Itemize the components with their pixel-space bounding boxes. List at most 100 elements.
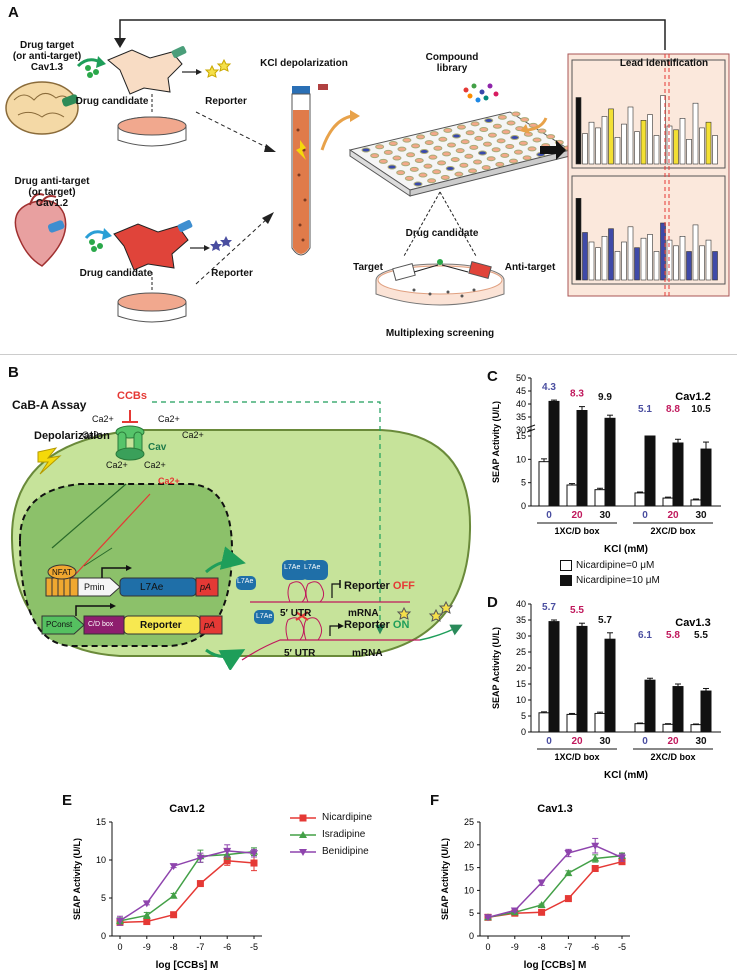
y-tick-label: 0	[521, 501, 526, 511]
data-point	[250, 859, 258, 867]
legend-row-nicardipine: Nicardipine	[290, 812, 372, 823]
x-tick-label: -7	[196, 942, 204, 952]
fold-change-label: 5.1	[638, 404, 652, 415]
well-plate	[348, 111, 573, 197]
bar-nicardipine-10	[548, 621, 560, 733]
bar-nicardipine-10	[644, 679, 656, 733]
bar-nicardipine-10	[700, 448, 712, 507]
y-axis-label: SEAP Activity (U/L)	[491, 627, 501, 709]
x-tick-label: -8	[538, 942, 546, 952]
data-point	[591, 865, 599, 873]
bar-nicardipine-0	[690, 724, 702, 733]
y-tick-label: 10	[464, 885, 474, 895]
bar-nicardipine-0	[690, 499, 702, 507]
target-label-2: (or anti-target)	[12, 51, 82, 62]
fold-change-label: 10.5	[691, 404, 711, 415]
y-tick-label: 35	[516, 615, 526, 625]
data-point	[618, 854, 626, 862]
fold-change-label: 8.8	[666, 404, 680, 415]
series-line	[119, 850, 255, 922]
data-point	[116, 917, 124, 925]
reporter-gene-label: Reporter	[140, 620, 182, 631]
x-tick-label: 20	[667, 736, 679, 747]
bar-nicardipine-0	[566, 484, 578, 507]
mrna-label-1: mRNA	[348, 608, 379, 619]
y-tick-label: 10	[516, 695, 526, 705]
y-tick-label: 40	[516, 599, 526, 609]
x-tick-label: 20	[667, 510, 679, 521]
off-text: OFF	[392, 580, 415, 592]
compound-dots	[463, 83, 499, 103]
legend-label: Nicardipine	[322, 812, 373, 823]
antitarget-label-2: (or target)	[28, 187, 76, 198]
calcium-channel	[115, 425, 145, 461]
lead-identification: Lead identification	[619, 58, 709, 69]
y-tick-label: 0	[469, 931, 474, 941]
bar-nicardipine-0	[662, 497, 674, 507]
legend-swatch-open	[560, 560, 572, 571]
panel-a-schematic	[5, 19, 730, 323]
pa-label-2: pA	[204, 620, 216, 630]
y-tick-label: 15	[516, 679, 526, 689]
legend-swatch-filled	[560, 575, 572, 586]
y-tick-label: 5	[101, 893, 106, 903]
compound-library-1: Compound	[425, 52, 479, 63]
bar-nicardipine-0	[634, 723, 646, 733]
legend-swatch	[290, 848, 316, 856]
l7ae-protein-4: L7Ae	[256, 613, 273, 620]
utr-label-2: 5′ UTR	[284, 648, 316, 659]
x-tick-label: -6	[591, 942, 599, 952]
legend-row-isradipine: Isradipine	[290, 829, 372, 840]
pmin-label: Pmin	[84, 582, 105, 592]
x-tick-label: -9	[143, 942, 151, 952]
group-label: 1XC/D box	[554, 526, 599, 536]
compound-library-2: library	[436, 63, 468, 74]
data-point	[564, 895, 572, 903]
x-tick-label: 0	[546, 510, 552, 521]
lead-id-charts	[567, 53, 730, 297]
fold-change-label: 5.5	[570, 605, 584, 616]
data-point	[591, 854, 600, 862]
drug-candidate-center: Drug candidate	[405, 228, 479, 239]
nfat-label: NFAT	[52, 568, 72, 577]
data-point	[299, 830, 307, 838]
bar-nicardipine-0	[634, 492, 646, 507]
data-point	[223, 857, 231, 865]
mrna-label-2: mRNA	[352, 648, 383, 659]
data-point	[169, 863, 178, 871]
antitarget-label-1: Drug anti-target	[14, 176, 90, 187]
x-tick-label: -5	[618, 942, 626, 952]
y-tick-label: 10	[96, 855, 106, 865]
x-tick-label: 0	[485, 942, 490, 952]
reporter-construct	[41, 603, 223, 635]
nfat-construct	[45, 564, 219, 597]
data-point	[299, 848, 307, 856]
drug-candidate-top: Drug candidate	[75, 96, 149, 107]
x-tick-label: 30	[695, 736, 707, 747]
y-tick-label: 20	[516, 663, 526, 673]
y-axis-label: SEAP Activity (U/L)	[72, 838, 82, 920]
fold-change-label: 5.8	[666, 630, 680, 641]
legend-label: Isradipine	[322, 829, 366, 840]
group-label: 2XC/D box	[650, 752, 695, 762]
panel-label-b: B	[8, 364, 19, 381]
y-tick-label: 15	[464, 863, 474, 873]
target-dish-label: Target	[353, 262, 383, 273]
x-tick-label: -9	[511, 942, 519, 952]
chart-title: Cav1.2	[675, 391, 710, 403]
y-tick-label: 35	[516, 412, 526, 422]
x-tick-label: 20	[571, 510, 583, 521]
legend-swatch	[290, 830, 316, 838]
drug-candidate-bottom: Drug candidate	[79, 268, 153, 279]
panel-label-c: C	[487, 368, 498, 385]
ccbs-label: CCBs	[117, 390, 147, 402]
heart-illustration	[14, 193, 67, 267]
series-line	[487, 854, 623, 919]
y-tick-label: 40	[516, 399, 526, 409]
chart-title: Cav1.3	[675, 617, 710, 629]
l7ae-protein-2: L7Ae	[284, 564, 301, 571]
legend-swatch	[290, 814, 316, 821]
fold-change-label: 8.3	[570, 389, 584, 400]
